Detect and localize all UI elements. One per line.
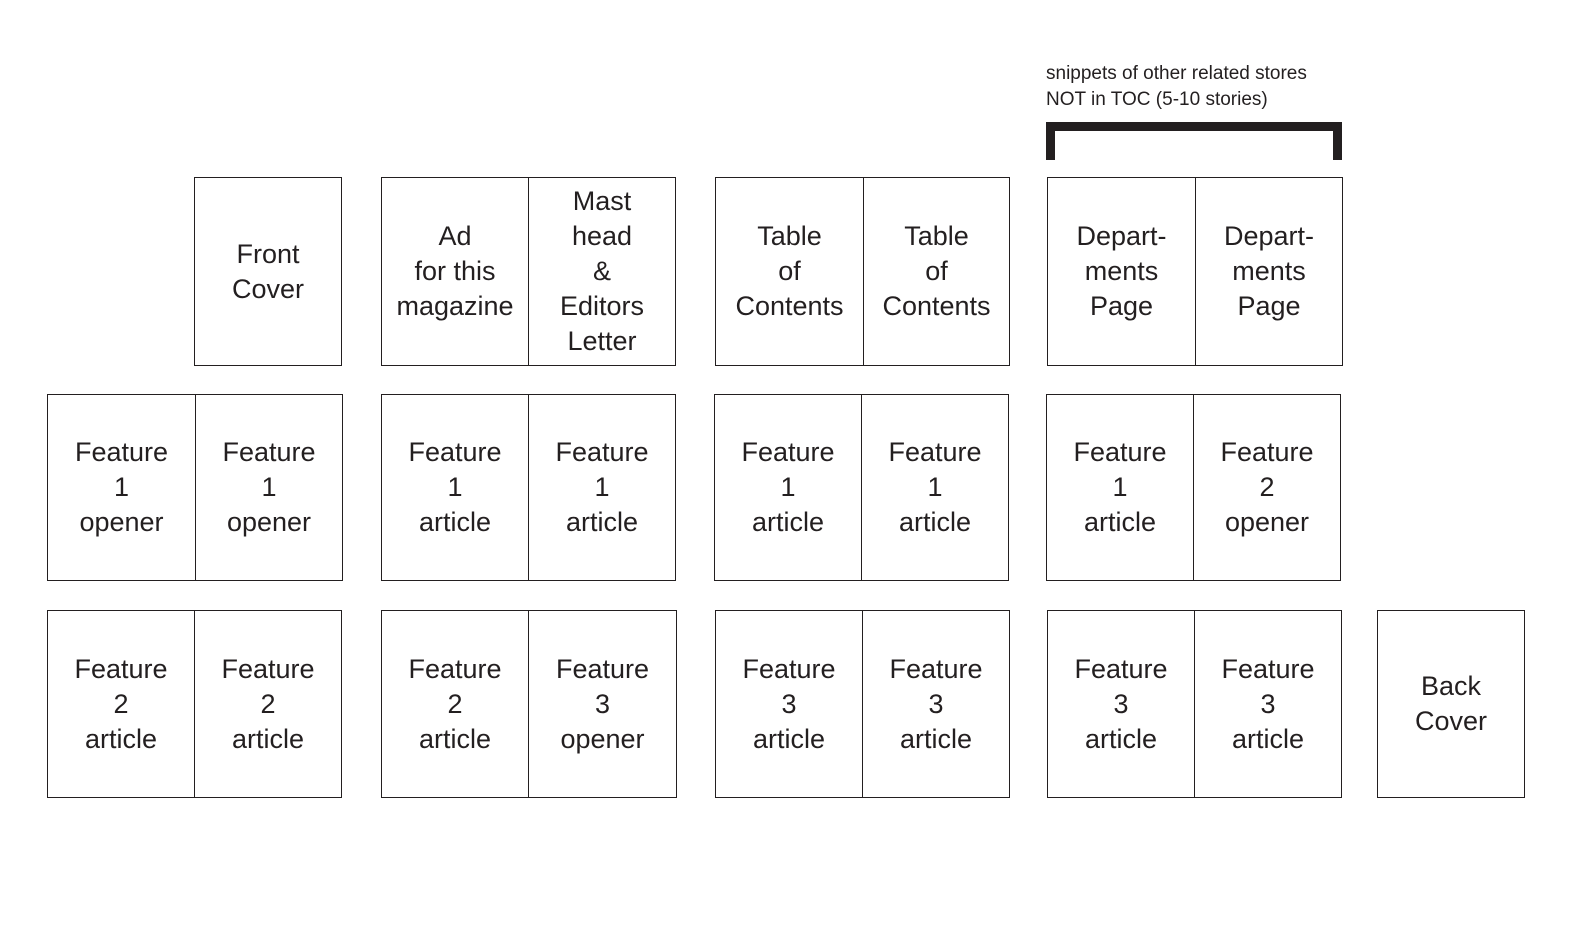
page-label: Feature 1 article (1073, 437, 1167, 537)
page-back-cover: Back Cover (1377, 610, 1525, 798)
page-label: Depart- ments Page (1076, 221, 1167, 321)
page-label: Feature 1 article (888, 437, 982, 537)
page-toc-left: Table of Contents (715, 177, 864, 366)
page-label: Table of Contents (882, 221, 991, 321)
bracket-top-bar (1046, 122, 1342, 131)
departments-annotation: snippets of other related stores NOT in … (1046, 63, 1307, 110)
page-feature-1-opener-left: Feature 1 opener (47, 394, 196, 581)
page-label: Feature 3 article (1074, 653, 1168, 754)
page-label: Feature 3 article (742, 653, 836, 754)
page-ad: Ad for this magazine (381, 177, 529, 366)
page-feature-2-article: Feature 2 article (381, 610, 529, 798)
page-label: Feature 2 article (74, 653, 168, 754)
page-label: Feature 2 article (221, 653, 315, 754)
page-label: Feature 1 opener (74, 437, 169, 537)
page-label: Front Cover (231, 238, 305, 304)
page-label: Feature 3 article (1221, 653, 1315, 754)
page-feature-3-article: Feature 3 article (1047, 610, 1195, 798)
page-feature-2-article: Feature 2 article (194, 610, 342, 798)
page-feature-3-article: Feature 3 article (715, 610, 863, 798)
page-feature-3-article: Feature 3 article (1194, 610, 1342, 798)
page-front-cover: Front Cover (194, 177, 342, 366)
bracket-right-leg (1333, 122, 1342, 160)
page-feature-2-article: Feature 2 article (47, 610, 195, 798)
page-feature-1-article: Feature 1 article (861, 394, 1009, 581)
page-label: Feature 2 article (408, 653, 502, 754)
page-label: Feature 1 opener (222, 437, 316, 537)
page-label: Feature 1 article (555, 437, 649, 537)
page-feature-2-opener: Feature 2 opener (1193, 394, 1341, 581)
page-feature-1-article: Feature 1 article (714, 394, 862, 581)
page-departments-left: Depart- ments Page (1047, 177, 1196, 366)
page-label: Ad for this magazine (396, 221, 514, 321)
page-feature-1-article: Feature 1 article (381, 394, 529, 581)
page-feature-1-article: Feature 1 article (1046, 394, 1194, 581)
page-label: Table of Contents (735, 221, 844, 321)
page-feature-3-opener: Feature 3 opener (528, 610, 677, 798)
page-label: Feature 2 opener (1220, 437, 1314, 537)
page-label: Feature 1 article (741, 437, 835, 537)
page-label: Depart- ments Page (1223, 221, 1315, 321)
page-masthead: Mast head & Editors Letter (528, 177, 676, 366)
page-label: Feature 1 article (408, 437, 502, 537)
page-label: Feature 3 opener (555, 653, 650, 754)
page-feature-3-article: Feature 3 article (862, 610, 1010, 798)
page-label: Feature 3 article (889, 653, 983, 754)
page-feature-1-article: Feature 1 article (528, 394, 676, 581)
page-departments-right: Depart- ments Page (1195, 177, 1343, 366)
page-label: Mast head & Editors Letter (559, 186, 645, 356)
bracket-left-leg (1046, 122, 1055, 160)
page-feature-1-opener-right: Feature 1 opener (195, 394, 343, 581)
page-label: Back Cover (1414, 671, 1488, 736)
page-toc-right: Table of Contents (863, 177, 1010, 366)
